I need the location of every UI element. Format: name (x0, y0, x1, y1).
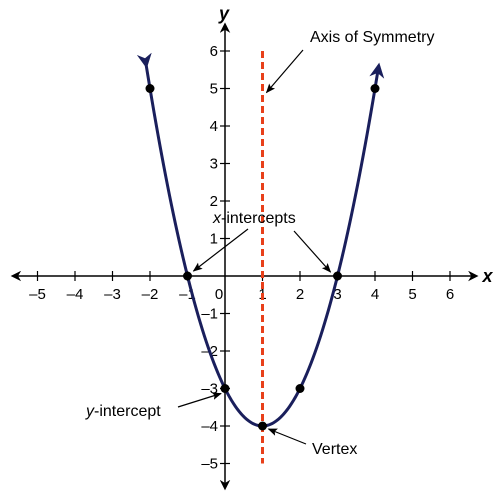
x-axis-label: x (482, 266, 494, 286)
x-intercept-pointer-left (192, 228, 249, 272)
x-intercepts-prefix: x (212, 210, 222, 227)
data-point (258, 421, 267, 431)
y-tick-label: –5 (201, 456, 218, 473)
data-point (183, 271, 192, 281)
y-tick-label: –1 (201, 306, 218, 323)
y-intercept-pointer (177, 392, 222, 408)
y-tick-label: 3 (210, 156, 218, 173)
x-intercepts-text: -intercepts (221, 210, 296, 227)
y-axis-label: y (218, 4, 230, 24)
y-tick-label: 4 (210, 118, 218, 135)
x-intercepts-label: x-intercepts (212, 210, 296, 227)
data-point (333, 271, 342, 281)
y-tick-label: 2 (210, 193, 218, 210)
data-point (145, 84, 155, 93)
x-tick-label: –4 (67, 286, 84, 303)
y-intercept-label: y-intercept (85, 403, 161, 420)
x-tick-label: 2 (296, 286, 304, 303)
axis-of-symmetry-label: Axis of Symmetry (310, 29, 434, 46)
y-tick-label: 6 (210, 43, 218, 60)
x-tick-label: –2 (142, 286, 159, 303)
data-point (220, 384, 230, 393)
y-tick-label: 5 (210, 81, 218, 98)
x-tick-label: 0 (215, 286, 223, 303)
x-tick-label: 3 (333, 286, 341, 303)
data-points (145, 84, 380, 431)
vertex-label: Vertex (312, 441, 357, 458)
y-tick-label: –4 (201, 418, 218, 435)
x-tick-label: 4 (371, 286, 379, 303)
vertex-pointer (267, 428, 307, 445)
data-point (295, 384, 305, 393)
x-tick-label: 5 (408, 286, 416, 303)
axis-of-symmetry-pointer (265, 49, 304, 94)
x-tick-label: –5 (29, 286, 46, 303)
y-tick-label: 1 (210, 231, 218, 248)
x-tick-label: –3 (104, 286, 121, 303)
y-intercept-text: -intercept (94, 403, 161, 420)
x-tick-label: 6 (446, 286, 454, 303)
y-intercept-prefix: y (85, 403, 95, 420)
x-intercept-pointer-right (293, 230, 332, 273)
data-point (370, 84, 380, 93)
x-axis-ticks: –5–4–3–2–10123456 (29, 271, 454, 303)
